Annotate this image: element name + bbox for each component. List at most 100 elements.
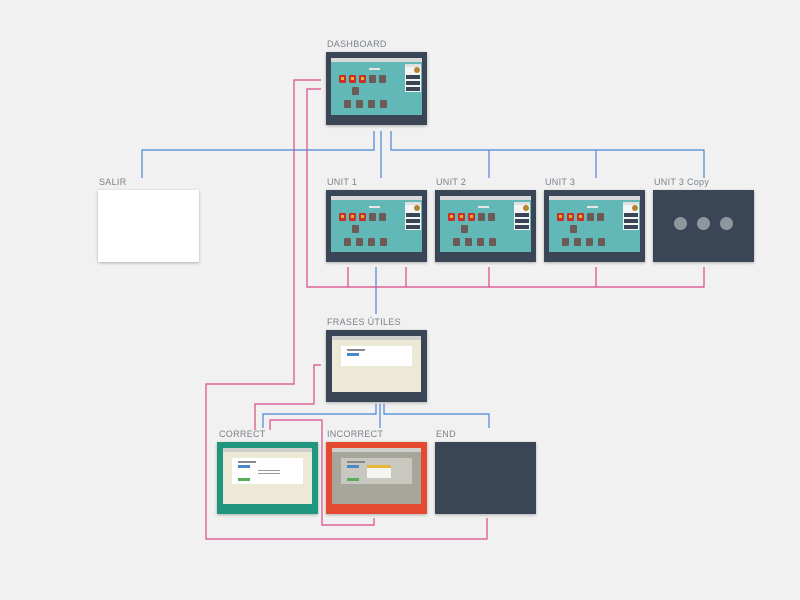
locked-unit-icon (477, 238, 484, 246)
link-dashboard-units (390, 131, 705, 178)
node-label-salir: SALIR (99, 177, 127, 187)
locked-unit-icon (586, 238, 593, 246)
locked-unit-icon (587, 213, 594, 221)
link-incorrect-correct (269, 419, 375, 526)
correct-thumbnail (223, 448, 312, 504)
phrase-sheet (340, 346, 413, 366)
side-panel (513, 202, 530, 230)
locked-unit-icon (344, 238, 351, 246)
locked-unit-icon (379, 213, 386, 221)
node-salir[interactable] (98, 190, 199, 262)
node-frases[interactable] (326, 330, 427, 402)
node-incorrect[interactable] (326, 442, 427, 514)
frases-thumbnail (332, 336, 421, 392)
node-label-unit1: UNIT 1 (327, 177, 358, 187)
error-popup (366, 465, 391, 478)
node-label-unit2: UNIT 2 (436, 177, 467, 187)
locked-unit-icon (369, 213, 376, 221)
locked-unit-icon (356, 238, 363, 246)
continue-button-icon (346, 478, 359, 481)
link-return-to-dashboard (306, 88, 348, 288)
unit-icon (359, 75, 366, 83)
feedback-sheet (340, 458, 413, 484)
node-label-correct: CORRECT (219, 429, 266, 439)
node-label-frases: FRASES ÚTILES (327, 317, 401, 327)
node-unit3[interactable] (544, 190, 645, 262)
unit-icon (339, 75, 346, 83)
node-correct[interactable] (217, 442, 318, 514)
play-button-icon (346, 465, 359, 468)
dot-icon (720, 217, 733, 230)
unit3-thumbnail (549, 196, 640, 252)
locked-unit-icon (574, 238, 581, 246)
node-unit1[interactable] (326, 190, 427, 262)
locked-unit-icon (570, 225, 577, 233)
locked-unit-icon (380, 238, 387, 246)
link-dashboard-salir (141, 131, 375, 178)
locked-unit-icon (465, 238, 472, 246)
unit-icon (349, 213, 356, 221)
incorrect-thumbnail (332, 448, 421, 504)
unit2-thumbnail (440, 196, 531, 252)
unit-icon (359, 213, 366, 221)
node-end[interactable] (435, 442, 536, 514)
play-button-icon (237, 465, 250, 468)
locked-unit-icon (379, 75, 386, 83)
locked-unit-icon (380, 100, 387, 108)
node-unit2[interactable] (435, 190, 536, 262)
node-unit3copy[interactable] (653, 190, 754, 262)
locked-unit-icon (352, 87, 359, 95)
blue-links (141, 131, 705, 428)
locked-unit-icon (352, 225, 359, 233)
node-label-unit3copy: UNIT 3 Copy (654, 177, 710, 187)
link-end-dashboard (205, 79, 488, 540)
locked-unit-icon (478, 213, 485, 221)
locked-unit-icon (597, 213, 604, 221)
locked-unit-icon (598, 238, 605, 246)
unit-icon (468, 213, 475, 221)
locked-unit-icon (368, 100, 375, 108)
node-dashboard[interactable] (326, 52, 427, 125)
browser-bar (331, 58, 422, 62)
pink-links (205, 79, 705, 540)
unit-icon (448, 213, 455, 221)
locked-unit-icon (489, 238, 496, 246)
dot-icon (674, 217, 687, 230)
avatar (523, 205, 529, 211)
side-panel (622, 202, 639, 230)
node-label-unit3: UNIT 3 (545, 177, 576, 187)
locked-unit-icon (562, 238, 569, 246)
side-panel (404, 64, 421, 92)
avatar (414, 205, 420, 211)
locked-unit-icon (461, 225, 468, 233)
feedback-sheet (231, 458, 304, 484)
locked-unit-icon (344, 100, 351, 108)
continue-button-icon (237, 478, 250, 481)
locked-unit-icon (356, 100, 363, 108)
node-label-incorrect: INCORRECT (327, 429, 384, 439)
unit-icon (458, 213, 465, 221)
locked-unit-icon (453, 238, 460, 246)
play-button-icon (346, 353, 359, 356)
link-units-dashboard (347, 267, 705, 288)
unit-icon (349, 75, 356, 83)
side-panel (404, 202, 421, 230)
avatar (632, 205, 638, 211)
loading-placeholder (653, 217, 754, 235)
locked-unit-icon (488, 213, 495, 221)
node-label-dashboard: DASHBOARD (327, 39, 387, 49)
locked-unit-icon (369, 75, 376, 83)
unit-icon (567, 213, 574, 221)
node-label-end: END (436, 429, 456, 439)
title-strip (369, 68, 381, 70)
dot-icon (697, 217, 710, 230)
link-correct-frases (254, 364, 321, 430)
unit-icon (577, 213, 584, 221)
unit-icon (339, 213, 346, 221)
unit-icon (557, 213, 564, 221)
link-frases-end (383, 404, 490, 428)
dashboard-thumbnail (331, 58, 422, 115)
unit1-thumbnail (331, 196, 422, 252)
locked-unit-icon (368, 238, 375, 246)
